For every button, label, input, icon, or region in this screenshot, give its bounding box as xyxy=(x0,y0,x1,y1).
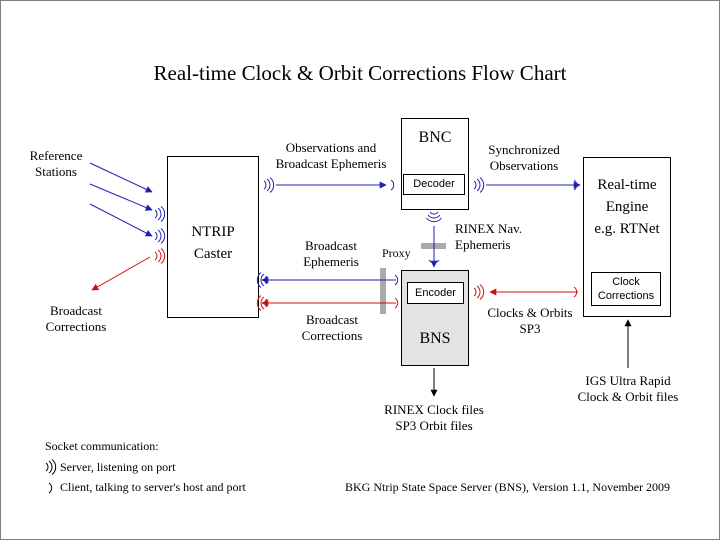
ref-station-arrow-3 xyxy=(89,203,153,237)
synchronized-label: Synchronized Observations xyxy=(478,142,570,174)
broadcast-ephemeris-label: Broadcast Ephemeris xyxy=(294,238,368,270)
clock-corrections-text: Clock Corrections xyxy=(597,276,655,302)
legend-heading: Socket communication: xyxy=(45,439,159,453)
bnc-label: BNC xyxy=(418,129,452,146)
proxy-label: Proxy xyxy=(382,246,411,260)
broadcast-corrections-out-label: Broadcast Corrections xyxy=(33,303,119,335)
observations-label: Observations and Broadcast Ephemeris xyxy=(266,140,396,172)
proxy-bar-vertical xyxy=(380,268,386,314)
bns-corrections-client-icon xyxy=(394,297,399,309)
legend-server-text: Server, listening on port xyxy=(60,460,176,474)
broadcast-corrections-text: Broadcast Corrections xyxy=(301,312,363,343)
realtime-engine-label: Real-time Engine e.g. RTNet xyxy=(583,174,671,240)
rinex-nav-label: RINEX Nav. Ephemeris xyxy=(455,221,522,253)
synchronized-text: Synchronized Observations xyxy=(488,142,560,173)
ntrip-caster-label: NTRIP Caster xyxy=(167,221,259,265)
encoder-box xyxy=(407,282,464,304)
reference-stations-text: Reference Stations xyxy=(29,148,83,179)
legend-client-text: Client, talking to server's host and por… xyxy=(60,480,246,494)
bns-client-icon xyxy=(428,259,440,264)
caster-server-icon-3 xyxy=(154,248,166,264)
broadcast-corrections-label: Broadcast Corrections xyxy=(292,312,372,344)
broadcast-out-arrow xyxy=(91,256,151,291)
bns-ephemeris-client-icon xyxy=(394,274,399,286)
engine-clocks-client-icon xyxy=(573,286,578,298)
bnc-client-icon xyxy=(390,179,395,191)
realtime-engine-text: Real-time Engine e.g. RTNet xyxy=(594,177,660,237)
rinex-nav-text: RINEX Nav. Ephemeris xyxy=(455,221,523,252)
encoder-label: Encoder xyxy=(415,287,456,299)
caster-out-server-icon xyxy=(263,177,275,193)
ref-station-arrow-2 xyxy=(89,183,153,211)
bns-label: BNS xyxy=(419,330,451,347)
observations-text: Observations and Broadcast Ephemeris xyxy=(275,140,387,171)
footer-version: BKG Ntrip State Space Server (BNS), Vers… xyxy=(345,480,671,494)
clocks-orbits-label: Clocks & Orbits SP3 xyxy=(478,305,582,337)
broadcast-ephemeris-text: Broadcast Ephemeris xyxy=(303,238,359,269)
ref-station-arrow-1 xyxy=(89,162,153,193)
igs-ultra-rapid-text: IGS Ultra Rapid Clock & Orbit files xyxy=(577,373,679,404)
clocks-orbits-text: Clocks & Orbits SP3 xyxy=(487,305,573,336)
broadcast-corrections-out-text: Broadcast Corrections xyxy=(45,303,107,334)
legend-server-icon xyxy=(45,459,57,475)
rinex-files-label: RINEX Clock files SP3 Orbit files xyxy=(370,402,498,434)
caster-server-icon-1 xyxy=(154,206,166,222)
bnc-server-icon xyxy=(473,177,485,193)
reference-stations-label: Reference Stations xyxy=(18,148,94,180)
decoder-label: Decoder xyxy=(413,178,455,190)
ntrip-caster-text: NTRIP Caster xyxy=(191,224,235,262)
engine-client-icon xyxy=(573,179,578,191)
clock-corrections-label: Clock Corrections xyxy=(591,275,661,303)
caster-server-icon-2 xyxy=(154,228,166,244)
legend-client-icon xyxy=(48,482,53,494)
bns-server-icon xyxy=(473,284,485,300)
rinex-files-text: RINEX Clock files SP3 Orbit files xyxy=(384,402,484,433)
decoder-box xyxy=(403,174,465,195)
bnc-down-server-icon xyxy=(426,211,442,223)
diagram-title: Real-time Clock & Orbit Corrections Flow… xyxy=(153,61,567,85)
igs-ultra-rapid-label: IGS Ultra Rapid Clock & Orbit files xyxy=(564,373,692,405)
ntrip-caster-box xyxy=(167,156,259,318)
clock-corrections-box xyxy=(591,272,661,306)
